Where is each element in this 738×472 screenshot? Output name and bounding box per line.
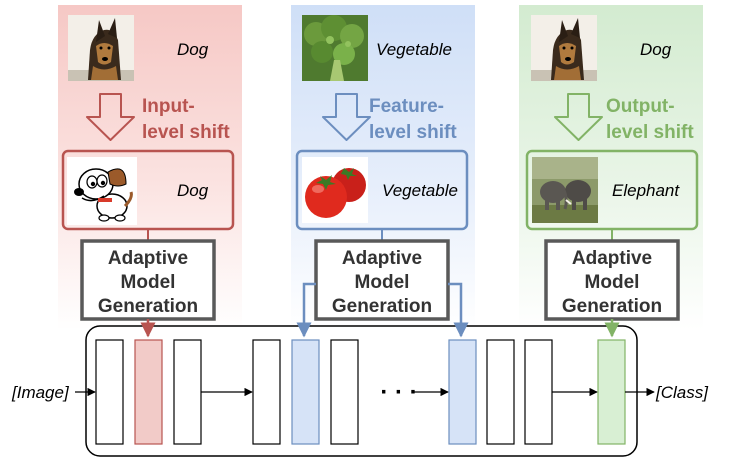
network-container [85, 325, 638, 457]
down-arrow-icon [322, 93, 371, 141]
network-layer [524, 339, 553, 445]
injection-arrow-2b [448, 282, 469, 338]
network-layer [486, 339, 515, 445]
elephants-photo-icon [532, 157, 598, 223]
bottom-label-1: Dog [177, 181, 209, 200]
network-layer [252, 339, 281, 445]
shift-title-line1-1: Input- [142, 96, 195, 117]
network-layer [330, 339, 359, 445]
shift-title-line2-1: level shift [142, 122, 230, 143]
network-layer [173, 339, 202, 445]
network-layer [95, 339, 124, 445]
top-label-2: Vegetable [376, 40, 452, 59]
shift-title-line2-3: level shift [606, 122, 694, 143]
down-arrow-icon [554, 93, 603, 141]
down-arrow-icon [86, 93, 135, 141]
shift-title-line1-3: Output- [606, 96, 675, 117]
generator-line3-1: Generation [98, 296, 198, 317]
dog-photo-icon [68, 15, 134, 81]
ellipsis: · · · [380, 379, 417, 406]
shift-title-line2-2: level shift [369, 122, 457, 143]
generator-line3-3: Generation [562, 296, 662, 317]
generator-line3-2: Generation [332, 296, 432, 317]
adapted-layer-feature [291, 339, 320, 445]
dog-photo-icon [531, 15, 597, 81]
bottom-label-2: Vegetable [382, 181, 458, 200]
broccoli-photo-icon [302, 15, 368, 81]
shift-title-line1-2: Feature- [369, 96, 444, 117]
generator-line1-2: Adaptive [342, 248, 422, 269]
adaptive-model-generation-box-2 [314, 239, 450, 321]
tomato-photo-icon [302, 157, 368, 223]
injection-arrow-2a [296, 282, 316, 338]
generator-line2-1: Model [121, 272, 176, 293]
adapted-layer-output [597, 339, 626, 445]
top-label-1: Dog [177, 40, 209, 59]
adapted-layer-feature [448, 339, 477, 445]
generator-line2-2: Model [355, 272, 410, 293]
top-label-3: Dog [640, 40, 672, 59]
generator-line1-3: Adaptive [572, 248, 652, 269]
output-label: [Class] [655, 383, 709, 402]
adapted-layer-input [134, 339, 163, 445]
generator-line2-3: Model [585, 272, 640, 293]
input-label: [Image] [11, 383, 70, 402]
generator-line1-1: Adaptive [108, 248, 188, 269]
cartoon-dog-icon [67, 157, 137, 225]
bottom-label-3: Elephant [612, 181, 680, 200]
